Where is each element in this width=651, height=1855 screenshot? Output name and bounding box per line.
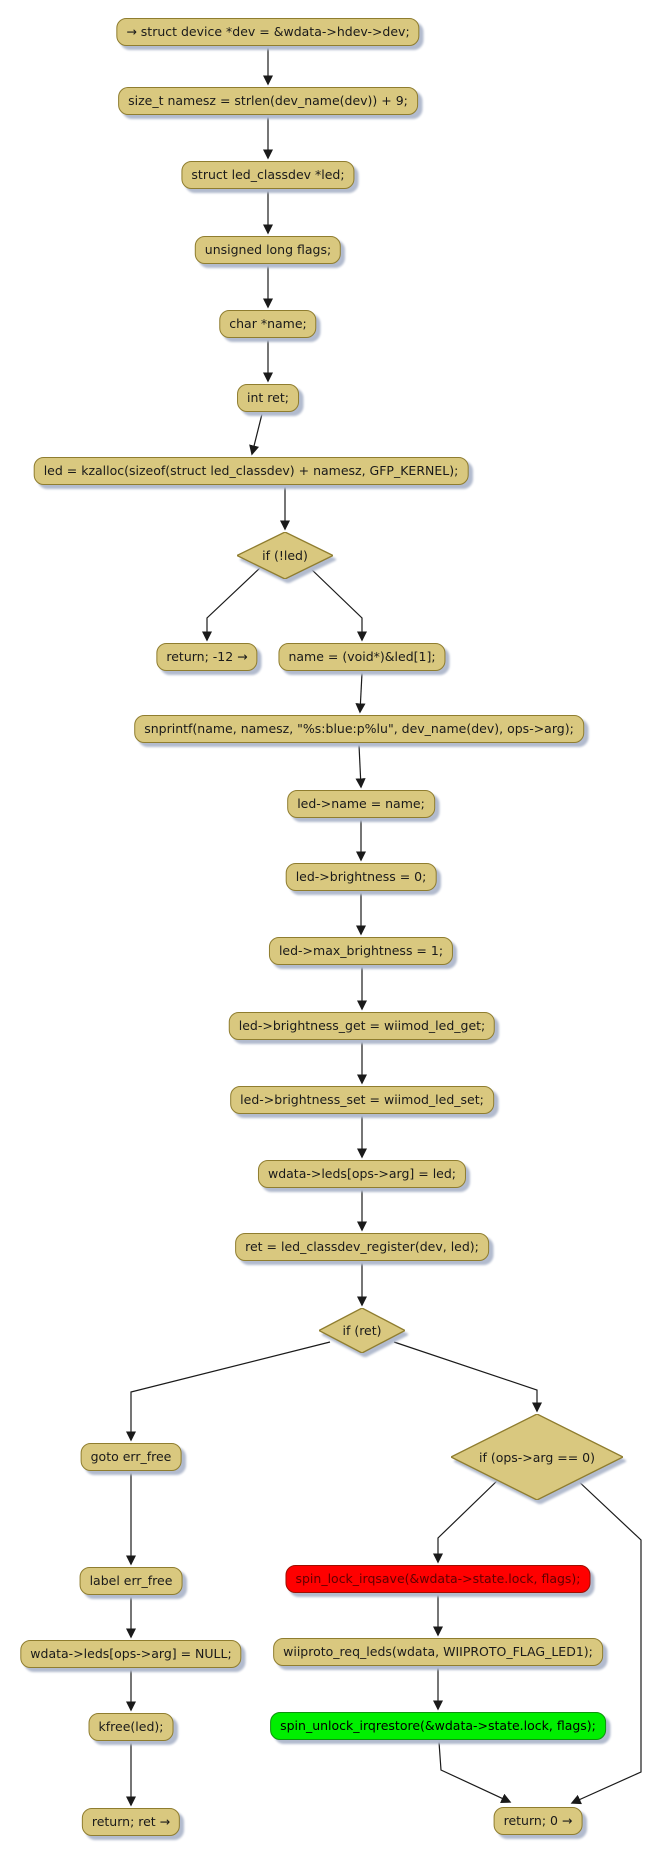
node-if-ret-label: if (ret)	[342, 1323, 382, 1338]
node-led-name: led->name = name;	[287, 790, 435, 818]
edge-if-not-led-return-neg12	[201, 566, 262, 642]
node-name-assign: name = (void*)&led[1];	[278, 643, 446, 671]
node-return-neg12: return; -12 →	[156, 643, 258, 671]
edge-if-ret-goto-err	[125, 1341, 331, 1442]
edge-ret-decl-kzalloc	[249, 413, 263, 456]
node-led-decl: struct led_classdev *led;	[181, 161, 355, 189]
edge-if-ret-if-arg0	[393, 1341, 543, 1413]
edge-if-not-led-name-assign	[308, 566, 368, 642]
node-kzalloc: led = kzalloc(sizeof(struct led_classdev…	[33, 457, 469, 485]
edge-spin-unlock-return-0	[438, 1741, 512, 1803]
node-if-ops-arg-0: if (ops->arg == 0)	[451, 1414, 623, 1500]
edge-if-arg0-spin-lock	[432, 1477, 501, 1564]
node-dev-decl: → struct device *dev = &wdata->hdev->dev…	[116, 18, 420, 46]
node-snprintf: snprintf(name, namesz, "%s:blue:p%lu", d…	[134, 715, 584, 743]
node-return-ret: return; ret →	[81, 1808, 181, 1836]
node-label-err-free: label err_free	[79, 1567, 183, 1595]
node-if-ops-arg-0-label: if (ops->arg == 0)	[478, 1449, 596, 1465]
node-namesz-decl: size_t namesz = strlen(dev_name(dev)) + …	[118, 87, 418, 115]
node-if-not-led: if (!led)	[237, 532, 333, 579]
node-brightness-get: led->brightness_get = wiimod_led_get;	[228, 1012, 496, 1040]
node-return-0: return; 0 →	[493, 1807, 583, 1835]
node-leds-null: wdata->leds[ops->arg] = NULL;	[20, 1640, 242, 1668]
node-spin-lock-irqsave: spin_lock_irqsave(&wdata->state.lock, fl…	[285, 1565, 591, 1593]
node-if-ret: if (ret)	[319, 1308, 405, 1353]
node-register: ret = led_classdev_register(dev, led);	[235, 1233, 489, 1261]
node-brightness-set: led->brightness_set = wiimod_led_set;	[230, 1086, 494, 1114]
node-name-decl: char *name;	[219, 310, 317, 338]
edge-name-assign-snprintf	[355, 672, 366, 714]
edge-snprintf-led-name	[355, 744, 366, 789]
edge-if-arg0-return-0	[570, 1477, 642, 1805]
node-led-brightness: led->brightness = 0;	[285, 863, 437, 891]
node-if-not-led-label: if (!led)	[262, 548, 308, 563]
node-spin-unlock-irqrestore: spin_unlock_irqrestore(&wdata->state.loc…	[270, 1712, 606, 1740]
node-goto-err-free: goto err_free	[80, 1443, 182, 1471]
node-led-max-brightness: led->max_brightness = 1;	[268, 937, 454, 965]
node-wiiproto-req-leds: wiiproto_req_leds(wdata, WIIPROTO_FLAG_L…	[273, 1638, 603, 1666]
node-ret-decl: int ret;	[237, 384, 299, 412]
node-leds-assign: wdata->leds[ops->arg] = led;	[257, 1160, 467, 1188]
node-kfree: kfree(led);	[88, 1713, 174, 1741]
node-flags-decl: unsigned long flags;	[194, 236, 342, 264]
